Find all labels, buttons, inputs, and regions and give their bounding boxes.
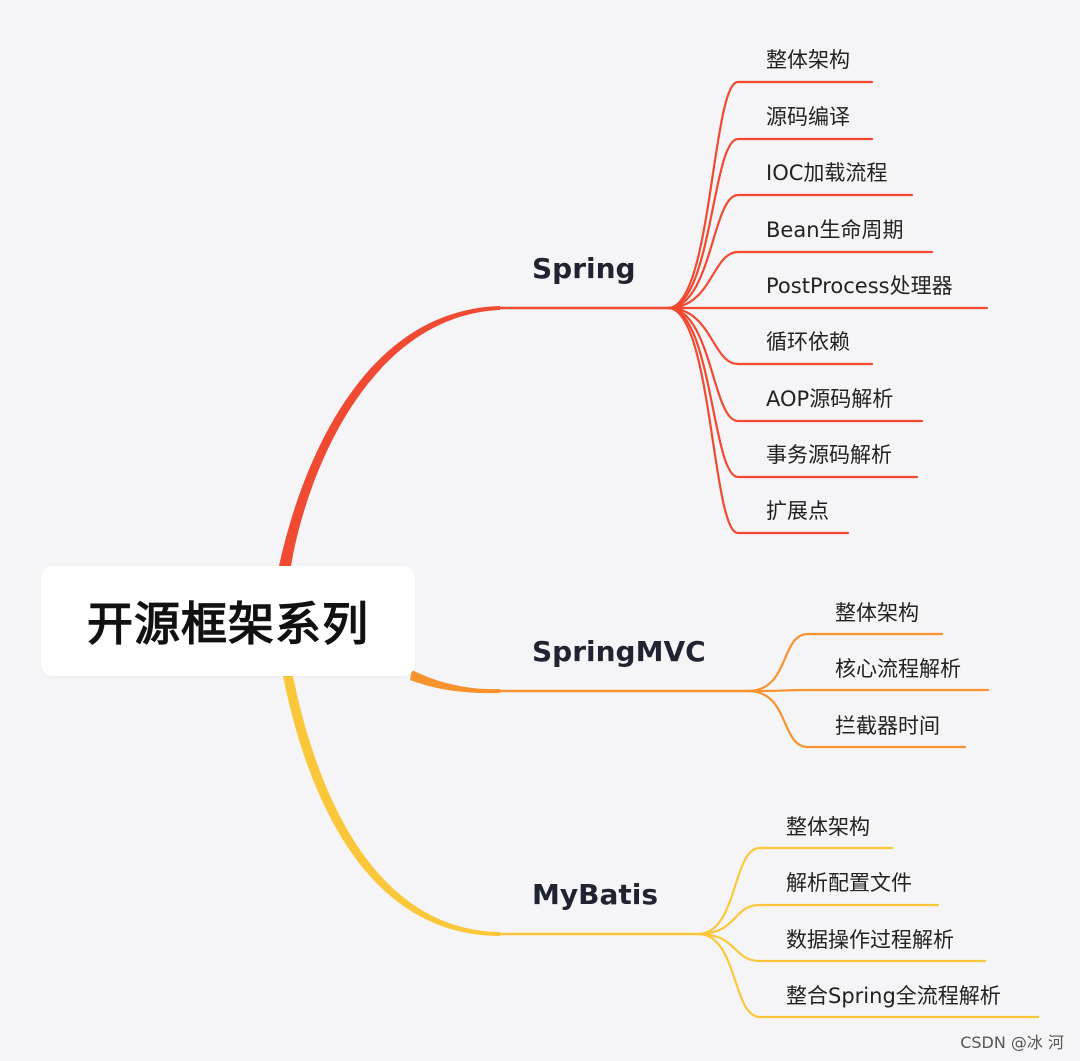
springmvc-leaf-label: 拦截器时间 xyxy=(835,714,940,738)
branch-label-mybatis: MyBatis xyxy=(532,878,658,911)
mybatis-leaf-label: 整合Spring全流程解析 xyxy=(786,984,1001,1008)
spring-leaf-label: PostProcess处理器 xyxy=(766,274,953,298)
watermark: CSDN @冰 河 xyxy=(960,1033,1064,1052)
spring-leaf-label: IOC加载流程 xyxy=(766,161,888,185)
spring-leaf-label: 源码编译 xyxy=(766,105,850,129)
branch-label-spring: Spring xyxy=(532,252,636,285)
springmvc-leaf-label: 核心流程解析 xyxy=(835,657,961,681)
spring-leaf-label: 循环依赖 xyxy=(766,330,850,354)
mybatis-leaf-label: 整体架构 xyxy=(786,815,870,839)
spring-leaf-label: Bean生命周期 xyxy=(766,218,904,242)
spring-leaf-connector xyxy=(666,306,850,535)
spring-leaf-connector xyxy=(666,80,874,310)
spring-leaf-label: 事务源码解析 xyxy=(766,443,892,467)
mybatis-leaf-connector xyxy=(696,932,987,963)
springmvc-leaf-connector xyxy=(746,632,944,693)
branch-connector-mybatis xyxy=(283,676,500,936)
mybatis-leaf-connector xyxy=(696,903,940,936)
mybatis-leaf-connector xyxy=(696,846,894,936)
branch-connector-spring xyxy=(279,306,500,566)
springmvc-leaf-label: 整体架构 xyxy=(835,601,919,625)
root-node: 开源框架系列 xyxy=(41,566,415,676)
spring-leaf-connector xyxy=(666,137,874,310)
spring-leaf-label: AOP源码解析 xyxy=(766,387,894,411)
spring-leaf-label: 扩展点 xyxy=(766,499,829,523)
springmvc-leaf-connector xyxy=(746,688,990,693)
mybatis-leaf-label: 解析配置文件 xyxy=(786,871,912,895)
spring-leaf-connector xyxy=(666,306,924,423)
springmvc-leaf-connector xyxy=(746,689,967,749)
spring-leaf-connector xyxy=(666,306,919,479)
mybatis-leaf-label: 数据操作过程解析 xyxy=(786,928,954,952)
spring-leaf-connector xyxy=(666,193,914,310)
mybatis-leaf-connector xyxy=(696,932,1040,1019)
spring-leaf-label: 整体架构 xyxy=(766,48,850,72)
branch-label-springmvc: SpringMVC xyxy=(532,635,706,668)
root-title: 开源框架系列 xyxy=(87,597,369,651)
spring-leaf-connector xyxy=(666,306,874,366)
branch-connector-springmvc xyxy=(410,670,500,694)
spring-leaf-connector xyxy=(666,250,934,310)
